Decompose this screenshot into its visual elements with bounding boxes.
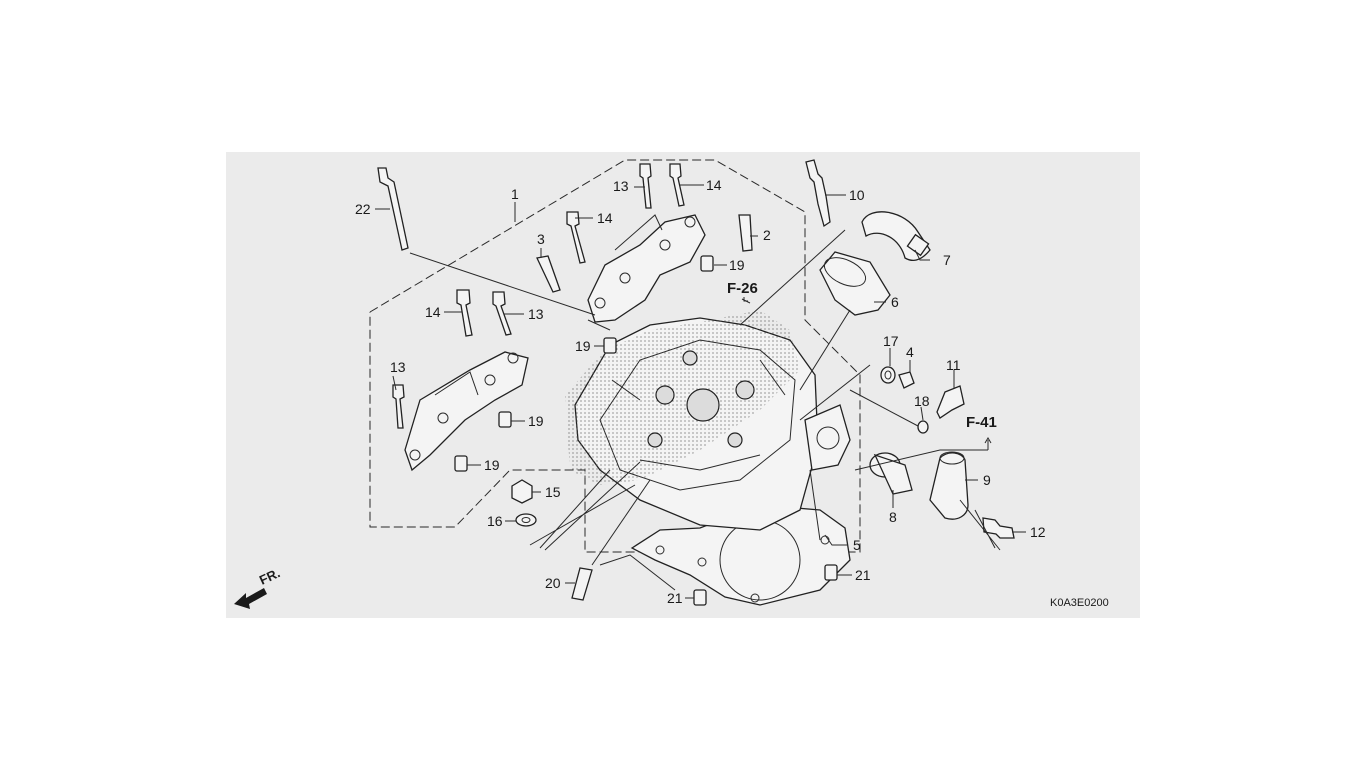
intake-insulator — [819, 251, 891, 316]
callout-7: 7 — [943, 252, 951, 268]
callout-16: 16 — [487, 513, 503, 529]
callout-2: 2 — [763, 227, 771, 243]
insulator-band — [861, 211, 931, 262]
callout-20: 20 — [545, 575, 561, 591]
diagram-code: K0A3E0200 — [1050, 597, 1109, 609]
callout-13-left: 13 — [390, 359, 406, 375]
nut-and-washer — [511, 479, 537, 527]
seals — [880, 366, 929, 434]
spark-plug — [805, 159, 831, 228]
water-joint — [929, 451, 969, 520]
callout-19-mid: 19 — [575, 338, 591, 354]
section-ref-f26: F-26 — [727, 280, 758, 297]
callout-1: 1 — [511, 186, 519, 202]
callout-22: 22 — [355, 201, 371, 217]
section-ref-f41: F-41 — [966, 414, 997, 431]
callout-13-mid: 13 — [528, 306, 544, 322]
callout-13-top: 13 — [613, 178, 629, 194]
callout-19-right: 19 — [528, 413, 544, 429]
assembly-outline — [369, 159, 861, 553]
camshaft-holder-upper — [587, 214, 706, 323]
callout-15: 15 — [545, 484, 561, 500]
thermostat — [869, 452, 913, 495]
callout-21-bottom: 21 — [667, 590, 683, 606]
callout-14-mid: 14 — [597, 210, 613, 226]
reference-arrows — [741, 297, 992, 450]
callout-17: 17 — [883, 333, 899, 349]
cylinder-head — [565, 310, 851, 531]
temperature-sensor — [936, 385, 965, 419]
callout-11: 11 — [946, 357, 961, 373]
callout-3: 3 — [537, 231, 545, 247]
callout-19-top: 19 — [729, 257, 745, 273]
front-arrow — [234, 588, 267, 609]
callout-14-top: 14 — [706, 177, 722, 193]
camshaft-holder-lower — [404, 351, 529, 472]
callout-19-bottom: 19 — [484, 457, 500, 473]
leader-lines — [375, 184, 1026, 599]
dowels-and-guides — [454, 214, 838, 606]
callout-18: 18 — [914, 393, 930, 409]
callout-4: 4 — [906, 344, 914, 360]
callout-9: 9 — [983, 472, 991, 488]
bolts — [377, 163, 1015, 601]
callouts: 1 2 3 4 5 6 7 8 9 10 11 12 13 13 13 14 1… — [355, 177, 1046, 606]
callout-10: 10 — [849, 187, 865, 203]
callout-12: 12 — [1030, 524, 1046, 540]
head-gasket — [630, 504, 851, 606]
callout-14-left: 14 — [425, 304, 441, 320]
callout-5: 5 — [853, 537, 861, 553]
callout-6: 6 — [891, 294, 899, 310]
callout-21-right: 21 — [855, 567, 871, 583]
callout-8: 8 — [889, 509, 897, 525]
